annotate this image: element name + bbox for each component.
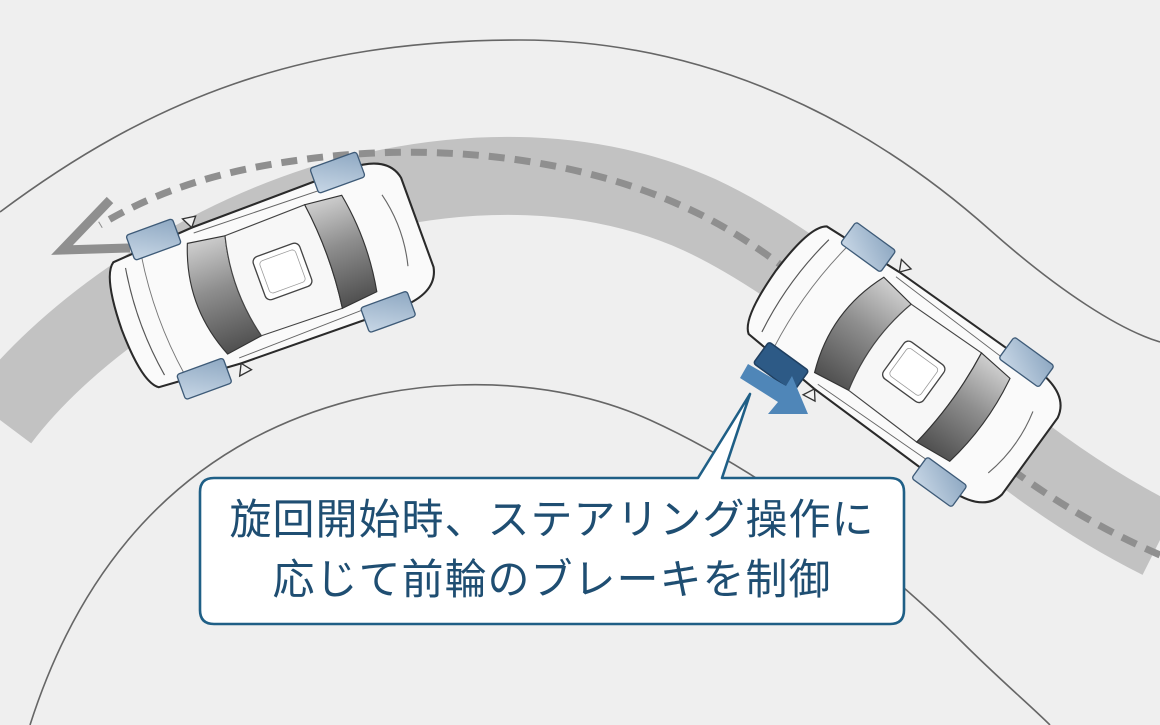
car-left bbox=[92, 140, 447, 412]
callout-box bbox=[200, 394, 904, 624]
path-arrow-head-icon bbox=[62, 200, 130, 250]
